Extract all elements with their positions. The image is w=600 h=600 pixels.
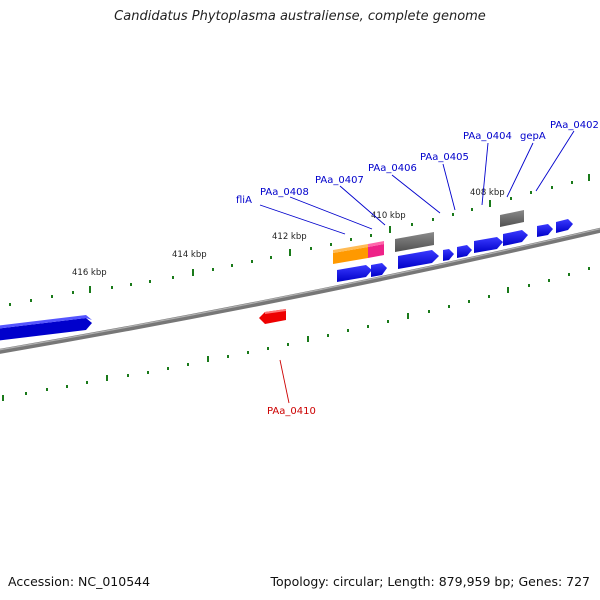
scale-label-416: 416 kbp: [72, 268, 107, 278]
scale-label-408: 408 kbp: [470, 188, 505, 198]
scale-label-410: 410 kbp: [371, 211, 406, 221]
genome-backbone: [0, 227, 600, 354]
gene-PAa_0408[interactable]: [368, 244, 384, 258]
gene-arrow[interactable]: [457, 245, 472, 258]
gene-label-PAa_0406: PAa_0406: [368, 163, 417, 174]
gene-arrow[interactable]: [0, 318, 92, 341]
genome-summary: Topology: circular; Length: 879,959 bp; …: [270, 574, 591, 589]
gene-label-PAa_0402: PAa_0402: [550, 120, 599, 131]
label-leaders: [259, 130, 575, 404]
gene-PAa_0405[interactable]: [443, 249, 454, 261]
gene-label-PAa_0410: PAa_0410: [267, 406, 316, 417]
genome-title: Candidatus Phytoplasma australiense, com…: [114, 9, 486, 24]
gene-label-fliA: fliA: [236, 195, 252, 206]
gene-gepA[interactable]: [500, 210, 524, 227]
outer-scale-ticks: [9, 174, 590, 306]
gene-arrow[interactable]: [503, 230, 528, 246]
gene-features[interactable]: [0, 210, 573, 341]
accession-label: Accession: NC_010544: [8, 574, 151, 589]
gene-arrow[interactable]: [337, 265, 372, 282]
gene-label-PAa_0404: PAa_0404: [463, 131, 512, 142]
gene-PAa_0402[interactable]: [537, 224, 553, 237]
scale-label-412: 412 kbp: [272, 232, 307, 242]
scale-label-414: 414 kbp: [172, 250, 207, 260]
gene-arrow[interactable]: [371, 263, 387, 277]
gene-label-PAa_0408: PAa_0408: [260, 187, 309, 198]
inner-scale-ticks: [2, 267, 590, 401]
gene-PAa_0406[interactable]: [398, 250, 439, 269]
gene-label-gepA: gepA: [520, 131, 546, 142]
gene-fliA[interactable]: [333, 247, 368, 264]
gene-gray-1[interactable]: [395, 232, 434, 252]
gene-label-PAa_0407: PAa_0407: [315, 175, 364, 186]
gene-label-PAa_0405: PAa_0405: [420, 152, 469, 163]
gene-PAa_0404[interactable]: [474, 237, 503, 253]
gene-arrow[interactable]: [556, 219, 573, 233]
